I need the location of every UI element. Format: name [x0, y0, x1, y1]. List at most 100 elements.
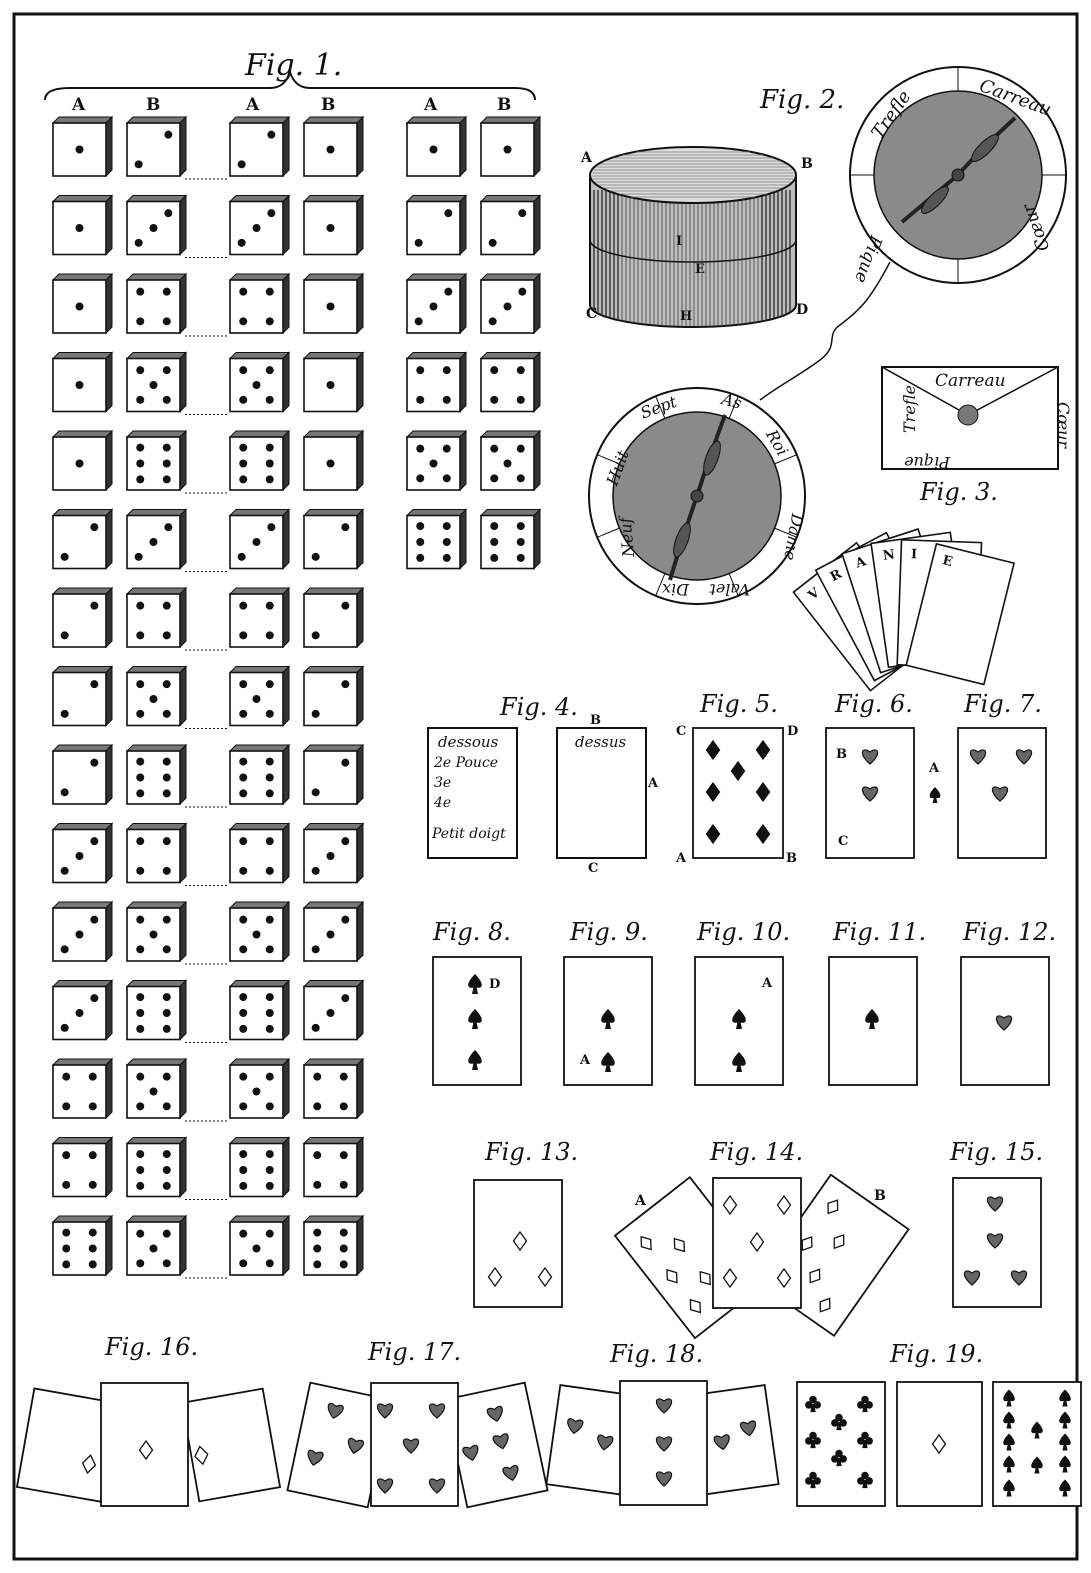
fig9-letter: A: [579, 1053, 591, 1068]
die-pip: [416, 366, 424, 374]
die-pip: [313, 1260, 321, 1268]
die-pip: [266, 1102, 274, 1110]
die-face: [481, 359, 534, 412]
die: [53, 510, 112, 569]
die-pip: [76, 931, 84, 939]
die-pip: [61, 710, 69, 718]
die-pip: [136, 774, 144, 782]
die: [127, 431, 186, 490]
die: [230, 588, 289, 647]
die-pip: [62, 1102, 70, 1110]
die-pip: [266, 993, 274, 1001]
die-pip: [76, 1009, 84, 1017]
playing-card: [620, 1381, 707, 1505]
die-face: [304, 516, 357, 569]
die-pip: [327, 381, 335, 389]
die: [304, 824, 363, 883]
die-face: [230, 751, 283, 804]
fig11: Fig. 11.: [829, 918, 926, 1085]
fig19-caption: Fig. 19.: [889, 1340, 983, 1368]
die-pip: [253, 1088, 261, 1096]
playing-card: [958, 728, 1046, 858]
fig4-letter: C: [588, 861, 598, 876]
die-pip: [61, 631, 69, 639]
die-pip: [341, 994, 349, 1002]
fig1-col-label: A: [71, 95, 86, 115]
die: [230, 902, 289, 961]
die-pip: [327, 303, 335, 311]
die-pip: [163, 366, 171, 374]
die: [53, 981, 112, 1040]
die-pip: [62, 1073, 70, 1081]
die-pip: [62, 1260, 70, 1268]
die-pip: [517, 554, 525, 562]
die-pip: [164, 209, 172, 217]
die-pip: [340, 1102, 348, 1110]
die-pip: [253, 695, 261, 703]
die-face: [481, 516, 534, 569]
fig5-letter: C: [676, 724, 686, 739]
card-face: [444, 1383, 547, 1508]
die-pip: [150, 1245, 158, 1253]
playing-card: [953, 1178, 1041, 1307]
die-pip: [61, 867, 69, 875]
fig14-caption: Fig. 14.: [709, 1138, 803, 1166]
die-pip: [253, 1245, 261, 1253]
die-pip: [136, 396, 144, 404]
playing-card: [961, 957, 1049, 1085]
die-pip: [415, 317, 423, 325]
die-pip: [340, 1245, 348, 1253]
die-pip: [135, 239, 143, 247]
die: [230, 981, 289, 1040]
fig17: Fig. 17.: [287, 1338, 547, 1507]
fig17-caption: Fig. 17.: [367, 1338, 461, 1366]
die-pip: [327, 224, 335, 232]
die-pip: [76, 146, 84, 154]
fig6-caption: Fig. 6.: [834, 690, 913, 718]
die-pip: [163, 758, 171, 766]
die-pip: [443, 522, 451, 530]
die-pip: [90, 916, 98, 924]
die-pip: [90, 759, 98, 767]
die-pip: [266, 710, 274, 718]
playing-card: [829, 957, 917, 1085]
die-pip: [313, 1229, 321, 1237]
die-pip: [150, 381, 158, 389]
die-pip: [266, 1166, 274, 1174]
die-pip: [163, 602, 171, 610]
die-pip: [416, 445, 424, 453]
die-pip: [239, 1009, 247, 1017]
die-pip: [136, 317, 144, 325]
die: [127, 824, 186, 883]
die: [127, 353, 186, 412]
die-face: [53, 1144, 106, 1197]
die-pip: [341, 916, 349, 924]
die-face: [230, 830, 283, 883]
dial-rank-label: Dix: [662, 580, 690, 599]
die: [407, 431, 466, 490]
fig9-caption: Fig. 9.: [569, 918, 648, 946]
die-pip: [89, 1181, 97, 1189]
die: [53, 1216, 112, 1275]
die: [407, 510, 466, 569]
die-pip: [239, 789, 247, 797]
die: [230, 1216, 289, 1275]
die-pip: [415, 239, 423, 247]
die-pip: [313, 1102, 321, 1110]
die-face: [304, 673, 357, 726]
die-pip: [136, 867, 144, 875]
die-pip: [443, 538, 451, 546]
die-pip: [266, 1182, 274, 1190]
die-pip: [61, 788, 69, 796]
envelope: Carreau Trefle Cœur Pique: [882, 367, 1073, 472]
die-face: [304, 1222, 357, 1275]
fig2-caption: Fig. 2.: [759, 85, 844, 115]
fig4-letter: B: [590, 713, 601, 728]
die: [53, 667, 112, 726]
die-pip: [266, 1259, 274, 1267]
die: [304, 274, 363, 333]
die-pip: [136, 444, 144, 452]
die-pip: [443, 474, 451, 482]
die-pip: [239, 1150, 247, 1158]
die: [230, 510, 289, 569]
